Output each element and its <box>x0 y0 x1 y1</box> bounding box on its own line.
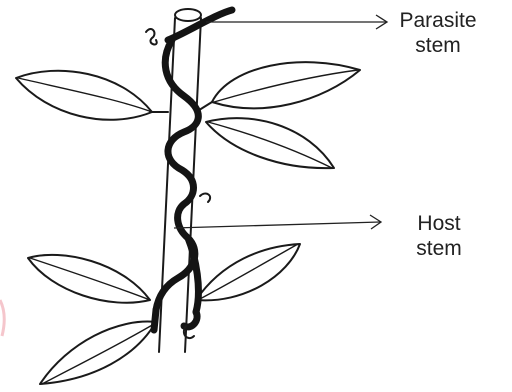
host-label-line2: stem <box>389 236 489 261</box>
host-label-line1: Host <box>389 211 489 236</box>
parasite-label-line1: Parasite <box>388 8 488 33</box>
leaf-bottom-left <box>40 322 156 384</box>
parasite-label-line2: stem <box>388 33 488 58</box>
leaf-upper-right-bottom <box>206 118 334 168</box>
parasite-stem-label: Parasite stem <box>388 8 488 58</box>
leaf-lower-right <box>196 244 300 300</box>
leaf-lower-left <box>28 255 150 303</box>
corner-mark <box>0 300 4 336</box>
parasite-pointer <box>206 15 387 29</box>
leaf-upper-right-top <box>196 62 360 112</box>
host-stem-label: Host stem <box>389 211 489 261</box>
host-pointer <box>174 215 381 229</box>
leaf-upper-left <box>16 71 168 120</box>
